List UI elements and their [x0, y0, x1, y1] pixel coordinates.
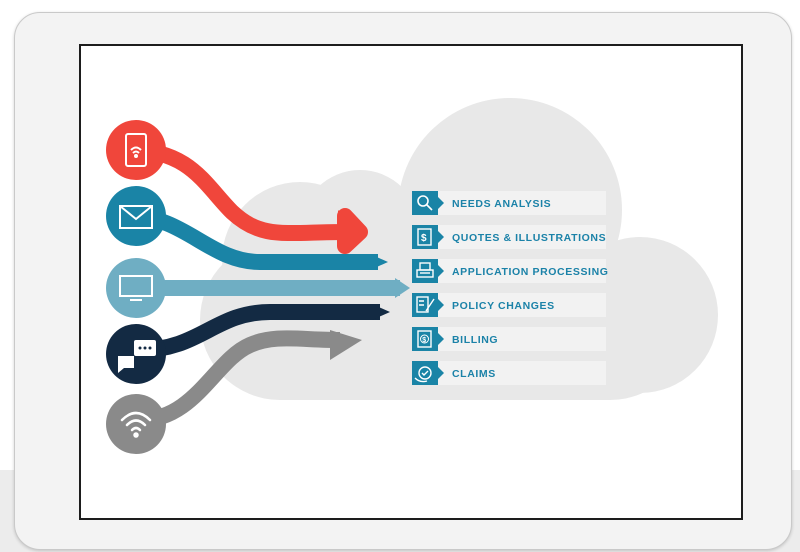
channel-email — [106, 186, 166, 246]
service-label-claims: CLAIMS — [452, 368, 496, 380]
arrowhead-lightblue — [395, 278, 410, 298]
edit-document-icon — [416, 296, 435, 313]
service-label-needs-analysis: NEEDS ANALYSIS — [452, 198, 551, 210]
arrowhead-blue — [370, 254, 388, 270]
mobile-phone-icon — [125, 133, 147, 167]
service-list: NEEDS ANALYSIS $ QUOTES & ILLUSTRATIONS … — [412, 191, 609, 385]
flow-arrow-gray — [139, 330, 341, 428]
chat-bubble-icon — [118, 340, 156, 373]
printer-icon — [416, 262, 434, 278]
magnifier-icon — [417, 195, 433, 211]
service-row: CLAIMS — [412, 361, 606, 385]
svg-text:$: $ — [421, 233, 427, 244]
service-row: POLICY CHANGES — [412, 293, 606, 317]
service-label-application-processing: APPLICATION PROCESSING — [452, 266, 609, 278]
channel-chat — [106, 324, 166, 384]
bill-icon: $ — [417, 330, 432, 348]
service-row: NEEDS ANALYSIS — [412, 191, 606, 215]
arrowhead-navy — [372, 304, 390, 320]
service-row: $ QUOTES & ILLUSTRATIONS — [412, 225, 606, 249]
service-label-billing: BILLING — [452, 334, 498, 346]
channel-mobile — [106, 120, 166, 180]
arrowhead-gray — [330, 330, 362, 360]
service-row: APPLICATION PROCESSING — [412, 259, 609, 283]
hand-check-icon — [414, 366, 432, 383]
envelope-icon — [119, 205, 153, 229]
channel-wifi — [106, 394, 166, 454]
channel-desktop — [106, 258, 166, 318]
service-label-policy-changes: POLICY CHANGES — [452, 300, 555, 312]
desktop-monitor-icon — [119, 275, 153, 301]
dollar-document-icon: $ — [417, 228, 432, 246]
service-label-quotes-illustrations: QUOTES & ILLUSTRATIONS — [452, 232, 606, 244]
wifi-icon — [120, 411, 152, 438]
arrowhead-red — [338, 210, 360, 246]
svg-text:$: $ — [422, 337, 426, 344]
service-row: $ BILLING — [412, 327, 606, 351]
